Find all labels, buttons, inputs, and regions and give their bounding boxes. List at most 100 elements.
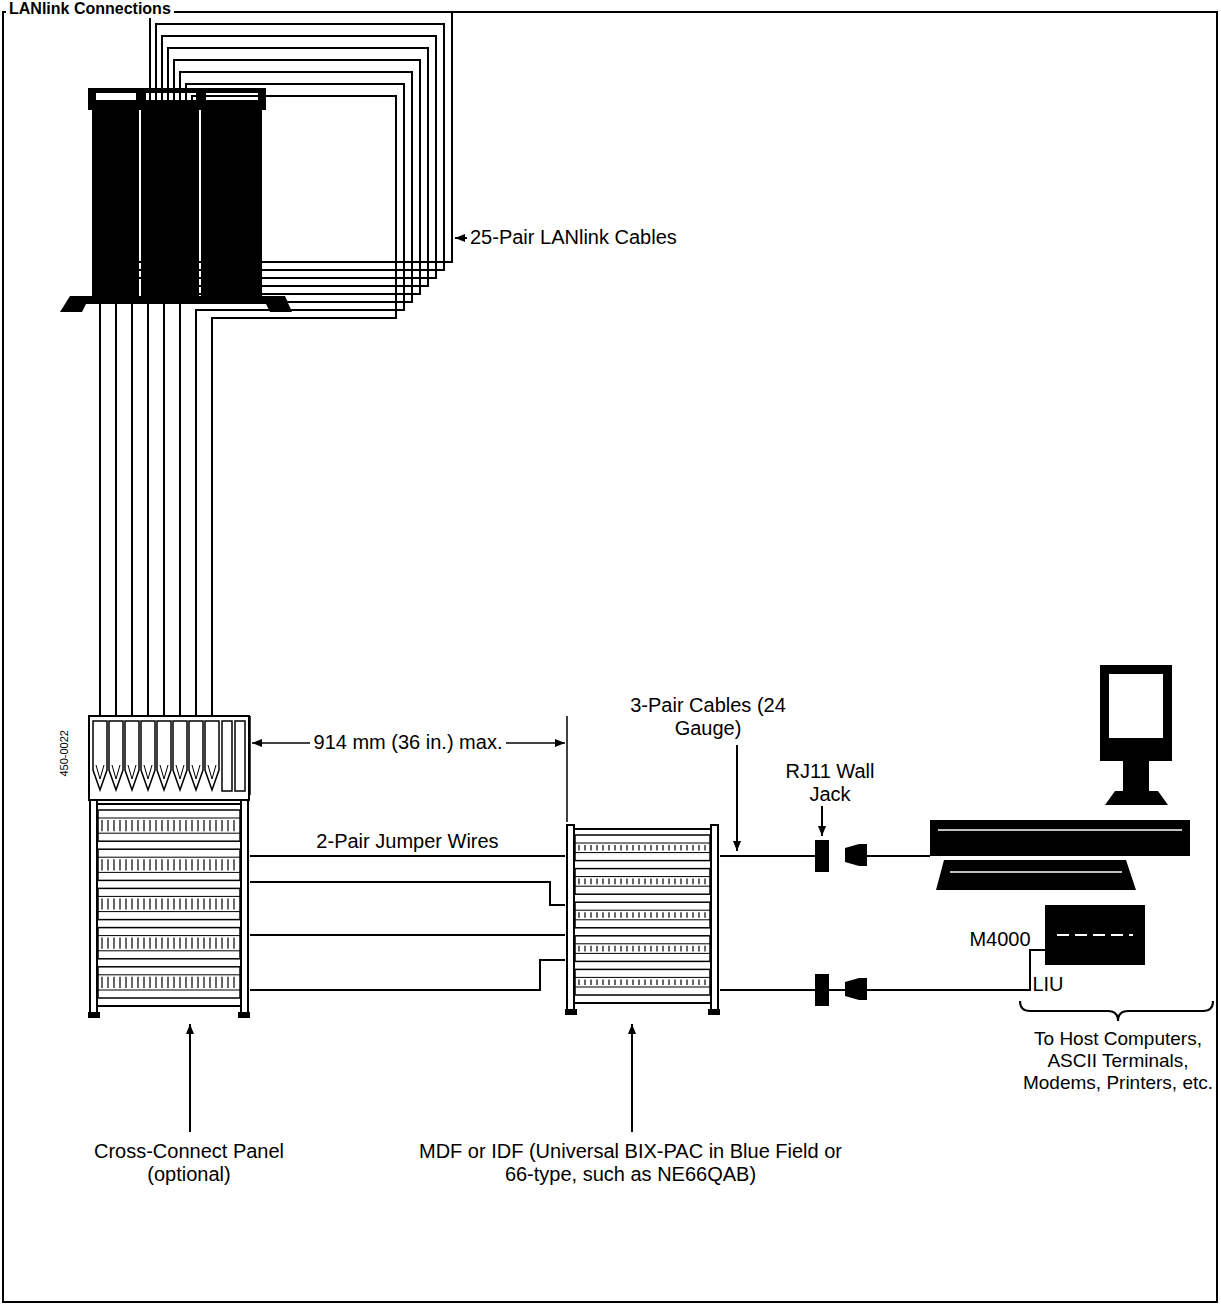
- line-art: [584, 979, 585, 985]
- line-art: [222, 721, 232, 791]
- line-art: [227, 820, 228, 831]
- line-art: [161, 859, 162, 870]
- line-art: [113, 938, 114, 949]
- line-art: [125, 898, 126, 909]
- line-art: [146, 93, 196, 100]
- line-art: [584, 946, 585, 952]
- line-art: [113, 898, 114, 909]
- line-art: [638, 879, 639, 885]
- line-art: [143, 859, 144, 870]
- line-art: [575, 869, 710, 895]
- line-art: [167, 938, 168, 949]
- cable-label: 3-Pair Cables (24 Gauge): [618, 694, 798, 740]
- jumper-wire: [250, 934, 565, 936]
- line-art: [686, 946, 687, 952]
- leader-arrow: [821, 806, 823, 836]
- line-art: [98, 990, 240, 991]
- line-art: [650, 845, 651, 851]
- line-art: [125, 977, 126, 988]
- node-label: M4000: [940, 928, 1060, 951]
- node-label: To Host Computers, ASCII Terminals, Mode…: [1020, 1028, 1216, 1094]
- line-art: [131, 977, 132, 988]
- line-art: [191, 977, 192, 988]
- line-art: [203, 859, 204, 870]
- line-art: [96, 765, 104, 779]
- line-art: [704, 979, 705, 985]
- line-art: [575, 852, 710, 853]
- line-art: [575, 835, 710, 861]
- line-art: [98, 967, 240, 998]
- line-art: [680, 979, 681, 985]
- line-art: [233, 820, 234, 831]
- line-art: [1105, 791, 1168, 805]
- line-art: [590, 879, 591, 885]
- line-art: [98, 950, 240, 951]
- line-art: [167, 820, 168, 831]
- line-art: [98, 810, 240, 841]
- line-art: [173, 977, 174, 988]
- node-label: RJ11 Wall Jack: [780, 760, 880, 806]
- bracket: [1020, 1001, 1213, 1021]
- line-art: [575, 902, 710, 928]
- line-art: [155, 859, 156, 870]
- line-art: [143, 977, 144, 988]
- line-art: [626, 912, 627, 918]
- line-art: [209, 859, 210, 870]
- line-art: [215, 938, 216, 949]
- line-art: [98, 888, 240, 919]
- line-art: [161, 977, 162, 988]
- wire-label: 2-Pair Jumper Wires: [316, 830, 498, 853]
- line-art: [650, 946, 651, 952]
- line-art: [668, 845, 669, 851]
- line-art: [97, 803, 241, 805]
- line-art: [98, 896, 240, 897]
- line-art: [578, 845, 579, 851]
- line-art: [161, 898, 162, 909]
- line-art: [662, 879, 663, 885]
- line-art: [215, 977, 216, 988]
- line-art: [203, 898, 204, 909]
- line-art: [644, 845, 645, 851]
- line-art: [98, 974, 240, 975]
- line-art: [233, 977, 234, 988]
- line-art: [98, 818, 240, 819]
- line-art: [662, 979, 663, 985]
- line-art: [638, 845, 639, 851]
- leader-arrow: [455, 237, 467, 239]
- line-art: [143, 938, 144, 949]
- line-art: [89, 716, 249, 800]
- jumper-wire: [720, 950, 1045, 990]
- lan-interface-unit: LIUTo Host Computers, ASCII Terminals, M…: [1045, 905, 1145, 965]
- line-art: [620, 912, 621, 918]
- line-art: [668, 979, 669, 985]
- line-art: [176, 765, 184, 779]
- line-art: [638, 946, 639, 952]
- line-art: [614, 979, 615, 985]
- line-art: [137, 820, 138, 831]
- line-art: [686, 979, 687, 985]
- line-art: [656, 979, 657, 985]
- frame: [3, 12, 1217, 1302]
- line-art: [233, 898, 234, 909]
- line-art: [119, 898, 120, 909]
- line-art: [815, 840, 829, 872]
- line-art: [596, 946, 597, 952]
- line-art: [698, 946, 699, 952]
- line-art: [203, 938, 204, 949]
- line-art: [125, 938, 126, 949]
- line-art: [614, 946, 615, 952]
- line-art: [632, 979, 633, 985]
- lanlink-cables: [100, 12, 452, 722]
- line-art: [98, 967, 240, 998]
- node-label: Cross-Connect Panel (optional): [68, 1140, 310, 1186]
- line-art: [608, 946, 609, 952]
- lanlink-cable: [164, 60, 420, 722]
- line-art: [692, 845, 693, 851]
- line-art: [131, 898, 132, 909]
- line-art: [644, 879, 645, 885]
- line-art: [149, 977, 150, 988]
- line-art: [575, 902, 710, 928]
- line-art: [215, 859, 216, 870]
